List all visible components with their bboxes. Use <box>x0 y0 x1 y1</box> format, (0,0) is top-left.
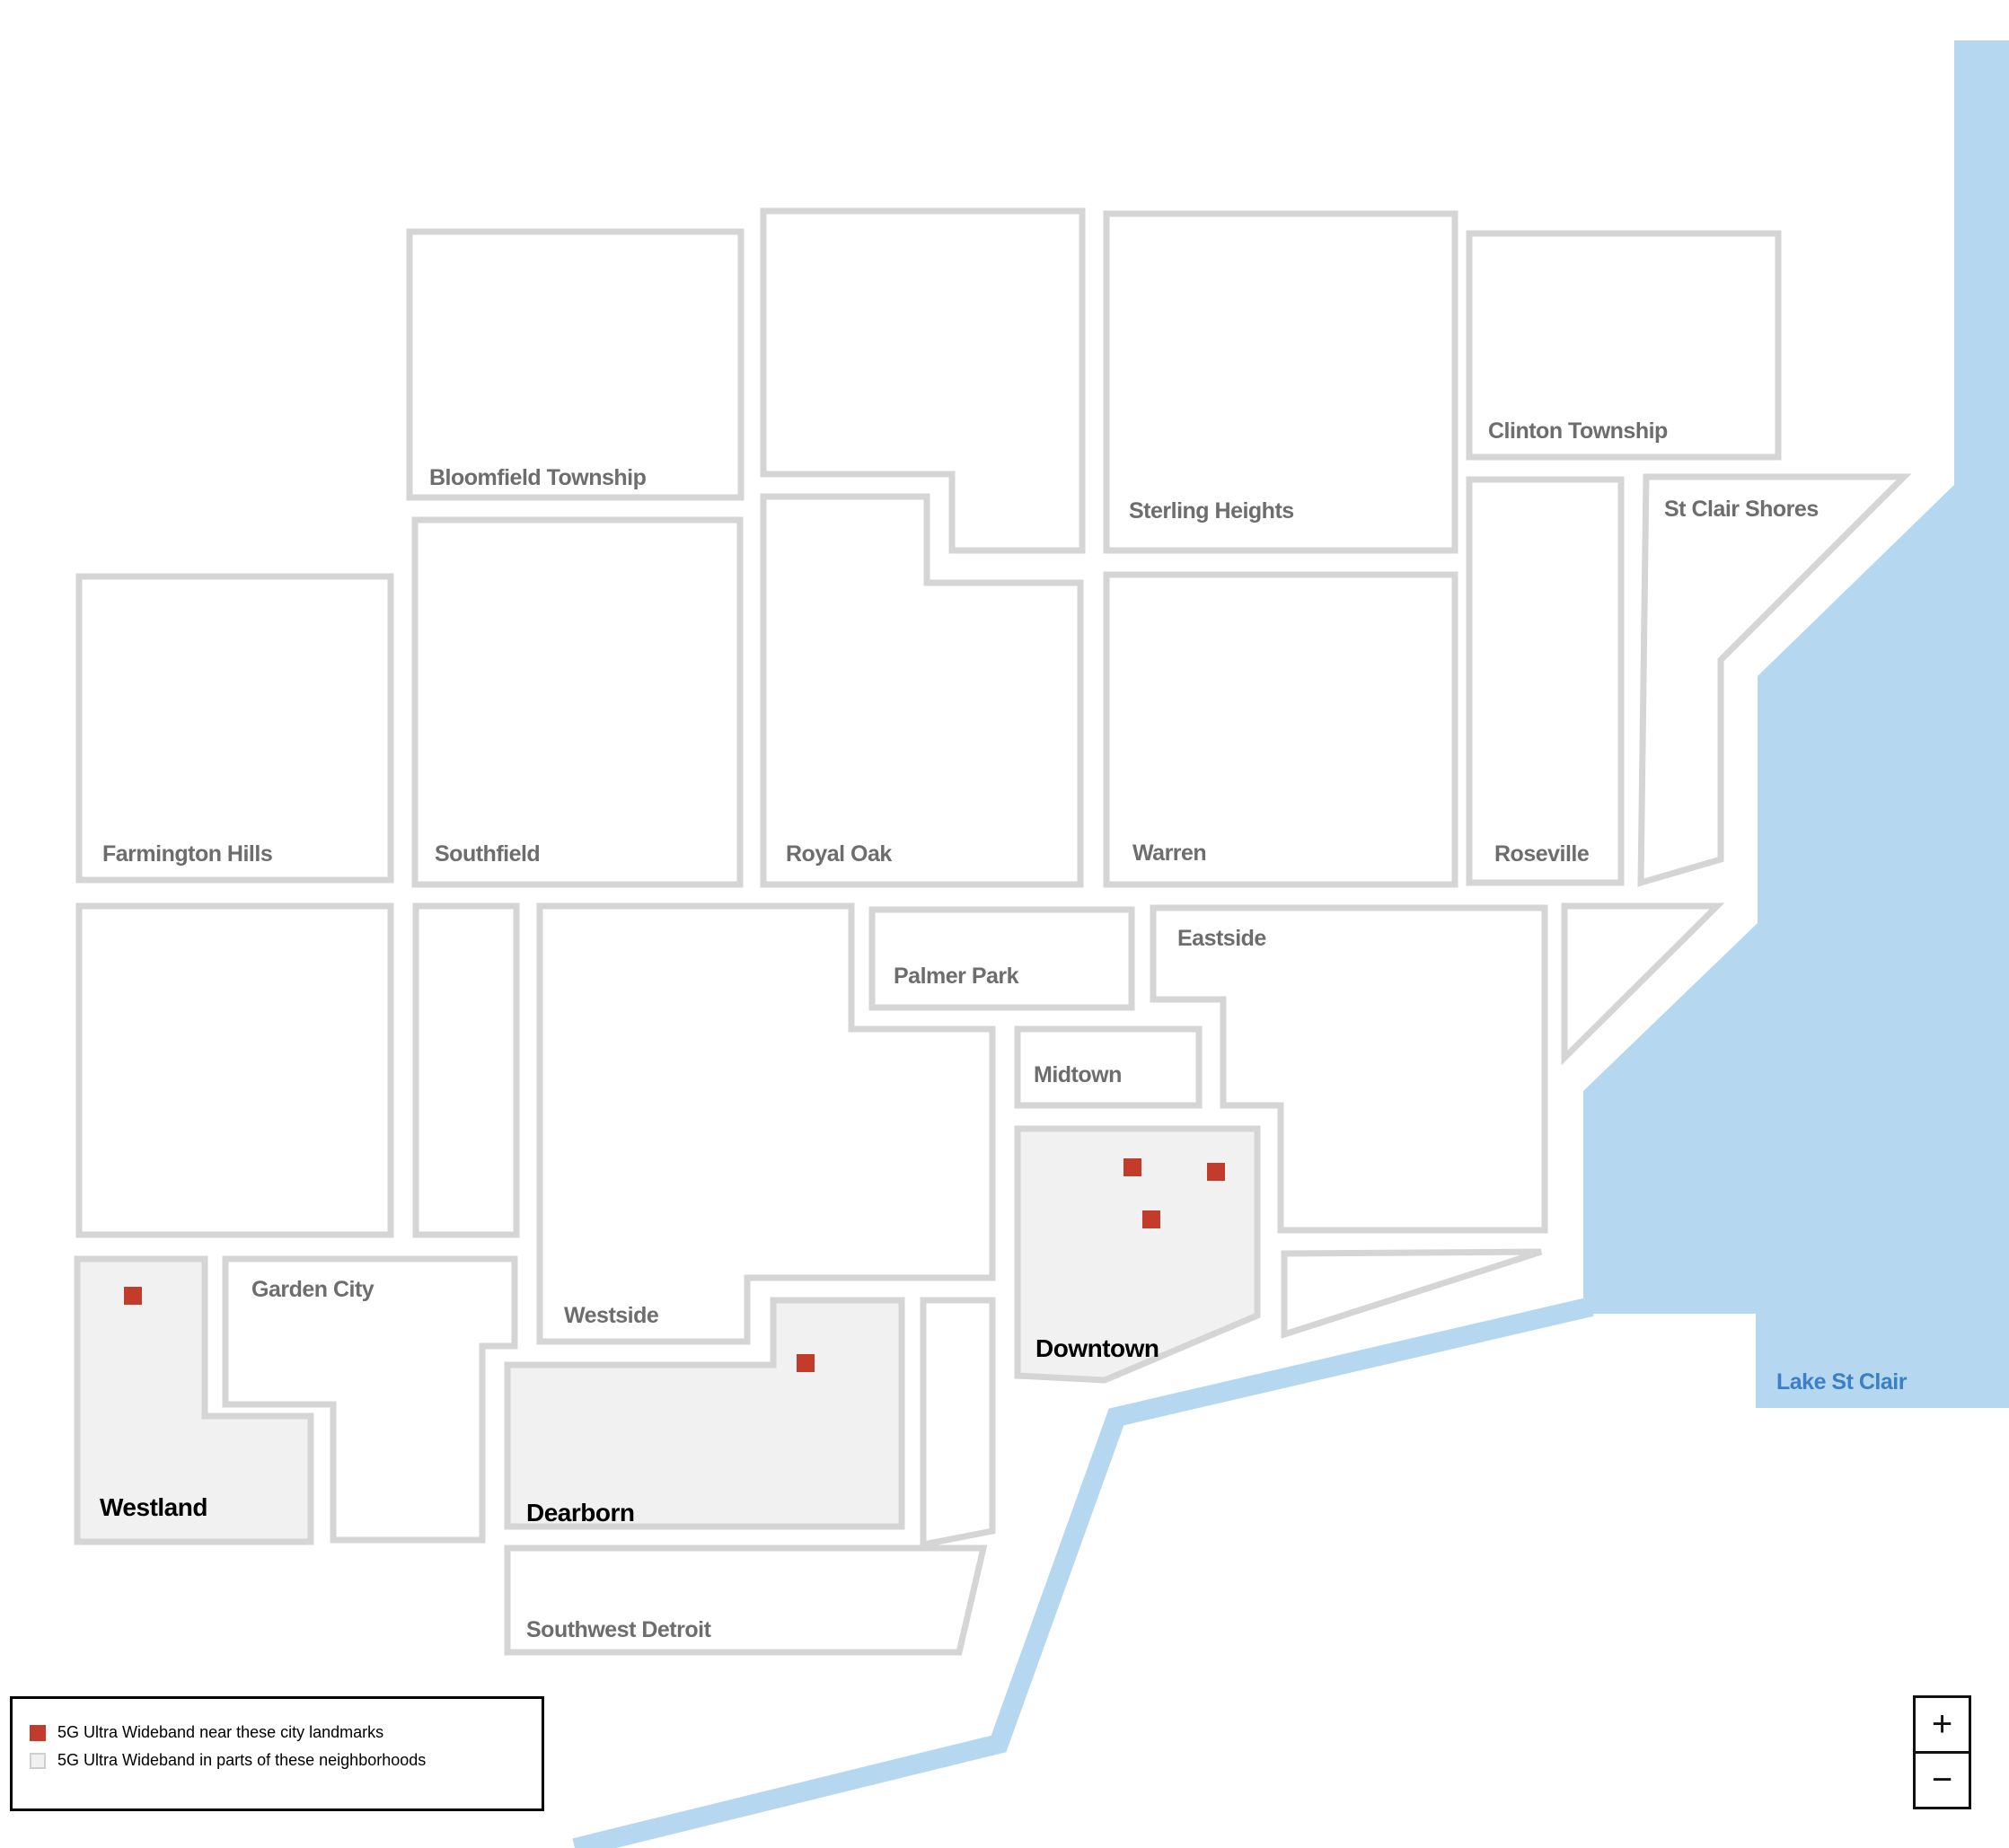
label-st-clair-shores: St Clair Shores <box>1664 497 1819 522</box>
label-farmington-hills: Farmington Hills <box>102 841 272 867</box>
legend-neighborhood-label: 5G Ultra Wideband in parts of these neig… <box>57 1751 427 1769</box>
label-warren: Warren <box>1132 840 1206 866</box>
region-westland <box>74 1255 314 1545</box>
zoom-controls: + − <box>1913 1695 1971 1809</box>
region-eastside-wedge <box>1281 1248 1543 1339</box>
zoom-in-button[interactable]: + <box>1913 1695 1971 1754</box>
legend-landmark-swatch-icon <box>30 1724 46 1741</box>
lake-st-clair-shape <box>1583 40 2009 1408</box>
label-royal-oak: Royal Oak <box>786 841 892 867</box>
region-west-unnamed-large <box>75 902 394 1238</box>
label-southfield: Southfield <box>435 841 540 867</box>
label-westside: Westside <box>564 1303 659 1328</box>
legend: 5G Ultra Wideband near these city landma… <box>10 1696 544 1811</box>
landmark-marker-icon <box>1207 1163 1225 1181</box>
region-royal-oak <box>760 493 1084 888</box>
legend-row-landmarks: 5G Ultra Wideband near these city landma… <box>30 1723 542 1742</box>
region-southfield <box>411 516 744 888</box>
region-north-of-royal-oak <box>760 207 1086 554</box>
label-sterling-heights: Sterling Heights <box>1129 498 1294 524</box>
label-roseville: Roseville <box>1494 841 1590 867</box>
zoom-out-button[interactable]: − <box>1913 1751 1971 1809</box>
landmark-marker-icon <box>1123 1158 1141 1176</box>
region-bloomfield-township <box>406 228 745 501</box>
region-sterling-heights <box>1103 210 1458 554</box>
label-clinton-township: Clinton Township <box>1488 418 1668 444</box>
legend-row-neighborhoods: 5G Ultra Wideband in parts of these neig… <box>30 1751 542 1770</box>
region-downtown <box>1014 1125 1261 1384</box>
label-dearborn: Dearborn <box>526 1499 634 1527</box>
region-midtown <box>1014 1025 1203 1109</box>
label-bloomfield-township: Bloomfield Township <box>429 465 647 490</box>
landmark-marker-icon <box>1142 1210 1160 1228</box>
region-southwest-detroit <box>504 1544 988 1656</box>
legend-neighborhood-swatch-icon <box>30 1752 46 1769</box>
region-west-unnamed-narrow <box>412 902 520 1238</box>
region-st-clair-shores <box>1637 473 1912 887</box>
label-downtown: Downtown <box>1035 1334 1159 1362</box>
region-pointe-triangle <box>1561 902 1725 1066</box>
region-garden-city <box>222 1255 518 1544</box>
region-roseville <box>1466 476 1625 886</box>
legend-landmark-label: 5G Ultra Wideband near these city landma… <box>57 1723 384 1741</box>
label-midtown: Midtown <box>1034 1062 1122 1087</box>
detroit-river-shape <box>572 1297 1594 1848</box>
region-palmer-park <box>868 906 1135 1011</box>
label-lake-st-clair: Lake St Clair <box>1776 1369 1908 1395</box>
landmark-marker-icon <box>797 1354 815 1372</box>
region-clinton-township <box>1466 230 1782 461</box>
region-dearborn-east-corridor <box>920 1297 996 1549</box>
label-westland: Westland <box>100 1493 207 1521</box>
region-westside <box>536 902 996 1345</box>
region-warren <box>1103 571 1458 888</box>
region-farmington-hills <box>75 573 394 884</box>
label-eastside: Eastside <box>1177 926 1266 951</box>
region-eastside <box>1150 904 1548 1234</box>
label-garden-city: Garden City <box>251 1277 374 1302</box>
label-southwest-detroit: Southwest Detroit <box>526 1617 712 1642</box>
landmark-marker-icon <box>124 1287 142 1305</box>
label-palmer-park: Palmer Park <box>894 964 1019 989</box>
